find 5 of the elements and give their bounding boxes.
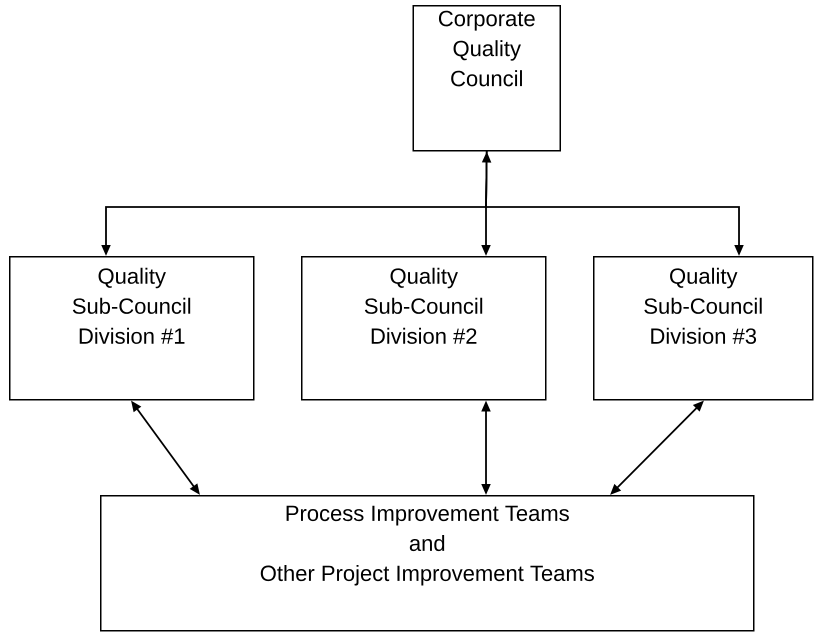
- division-box: Quality Sub-Council Division #3: [593, 256, 814, 400]
- division-box: Quality Sub-Council Division #2: [301, 256, 546, 400]
- teams-box: Process Improvement Teams and Other Project Improvement Teams: [100, 495, 754, 632]
- division-box: Quality Sub-Council Division #1: [9, 256, 254, 400]
- council-box: Corporate Quality Council: [412, 5, 561, 152]
